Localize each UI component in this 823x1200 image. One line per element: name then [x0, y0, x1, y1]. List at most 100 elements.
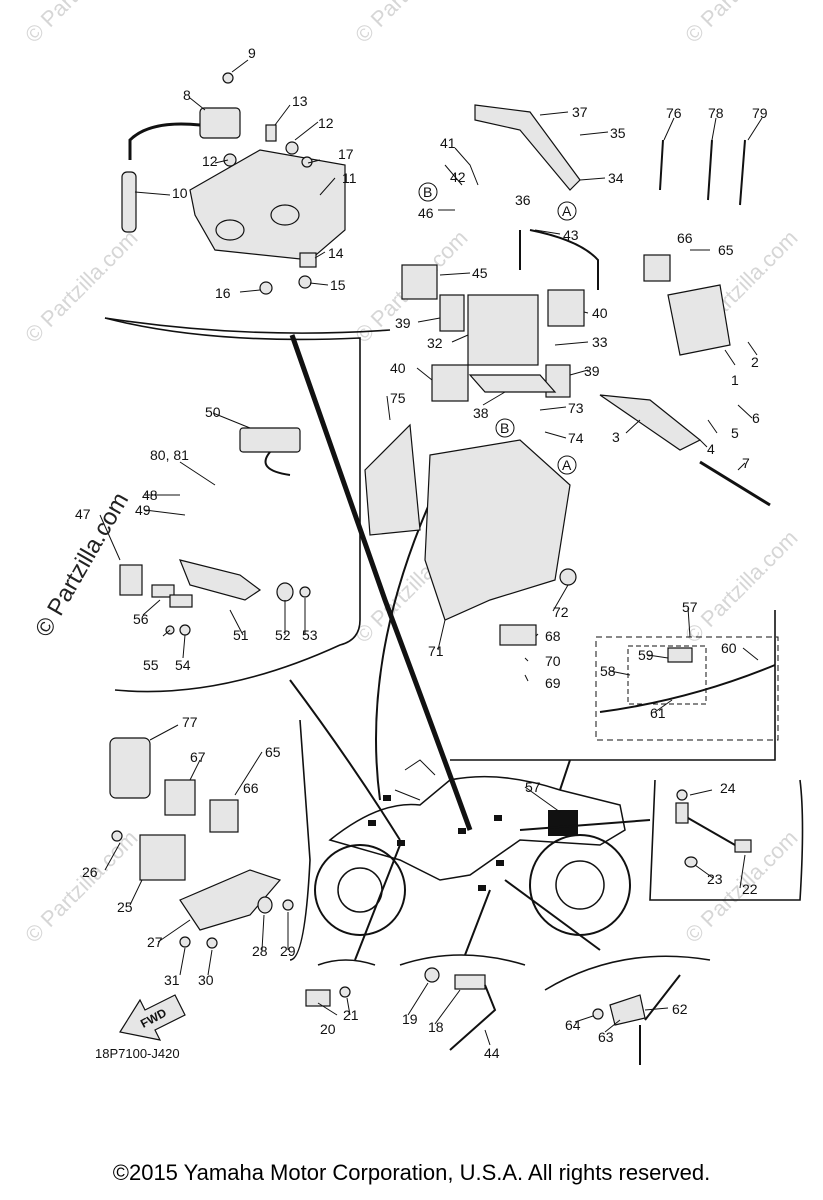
callout-20: 20 [320, 1021, 336, 1037]
washer-54 [179, 624, 191, 636]
callout-19: 19 [402, 1011, 418, 1027]
washer-19 [424, 967, 440, 983]
callout-48: 48 [142, 487, 158, 503]
callout-8: 8 [183, 87, 191, 103]
section-frame-lower-right [649, 779, 804, 901]
plug-cap [121, 171, 137, 233]
callout-54: 54 [175, 657, 191, 673]
pad-56 [151, 584, 175, 598]
tape-59 [667, 647, 693, 663]
callout-43: 43 [563, 227, 579, 243]
bolt-26 [111, 830, 123, 842]
pad-40 [431, 364, 469, 402]
switch-50 [239, 427, 301, 453]
callout-10: 10 [172, 185, 188, 201]
fuse-box-45 [401, 264, 438, 300]
callout-34: 34 [608, 170, 624, 186]
harness-57 [599, 664, 776, 713]
rear-wheel [529, 834, 631, 936]
section-frame-lower-left [289, 719, 311, 961]
sensor-62-lead [639, 974, 681, 1065]
switch-group [119, 427, 311, 636]
cover-75 [364, 423, 421, 536]
ref-mark-a-label: A [562, 457, 572, 473]
leaders-rectifier [104, 724, 289, 976]
callout-31: 31 [164, 972, 180, 988]
rectifier-group [109, 737, 294, 949]
callout-72: 72 [553, 604, 569, 620]
callout-45: 45 [472, 265, 488, 281]
callout-50: 50 [205, 404, 221, 420]
callout-39: 39 [395, 315, 411, 331]
rectifier-25 [139, 834, 186, 881]
ref-mark-b-label: B [423, 184, 432, 200]
callout-11: 11 [342, 170, 357, 186]
location-mark [494, 815, 502, 821]
callout-40: 40 [390, 360, 406, 376]
location-mark [368, 820, 376, 826]
leaders-battery [416, 111, 609, 439]
callout-5: 5 [731, 425, 739, 441]
front-wheel [314, 844, 406, 936]
leader-sensor-20 [354, 844, 401, 961]
collar-15 [298, 275, 312, 289]
pad-40 [547, 289, 585, 327]
leaders-lower [317, 584, 759, 1046]
clip-13 [265, 124, 277, 142]
callout-46: 46 [418, 205, 434, 221]
sensor-parts [305, 789, 752, 1065]
relay-66 [643, 254, 671, 282]
callout-2: 2 [751, 354, 759, 370]
callout-55: 55 [143, 657, 159, 673]
callout-79: 79 [752, 105, 768, 121]
grommet-14 [299, 252, 317, 268]
section-frame-left [104, 317, 361, 693]
callout-35: 35 [610, 125, 626, 141]
sensor-22 [675, 802, 689, 824]
callout-12: 12 [318, 115, 334, 131]
callout-62: 62 [672, 1001, 688, 1017]
callout-14: 14 [328, 245, 344, 261]
callout-21: 21 [343, 1007, 359, 1023]
callout-78: 78 [708, 105, 724, 121]
ref-mark-b-label: B [500, 420, 509, 436]
damper-52 [276, 582, 294, 602]
callout-64: 64 [565, 1017, 581, 1033]
sensor-20 [305, 989, 331, 1007]
sensor-22-plug [734, 839, 752, 853]
bolt-24 [676, 789, 688, 801]
callout-59: 59 [638, 647, 654, 663]
atv-silhouette [314, 759, 651, 961]
callout-60: 60 [721, 640, 737, 656]
callout-63: 63 [598, 1029, 614, 1045]
callout-40: 40 [592, 305, 608, 321]
oring-23 [684, 856, 698, 868]
battery-32 [467, 294, 539, 366]
leaders-top-left [134, 59, 336, 293]
callout-44: 44 [484, 1045, 500, 1061]
callout-22: 22 [742, 881, 758, 897]
bracket-hole [270, 204, 300, 226]
callout-41: 41 [440, 135, 456, 151]
callout-38: 38 [473, 405, 489, 421]
leader-line-ecu [289, 334, 473, 831]
section-frame-right [450, 610, 776, 761]
callout-36: 36 [515, 192, 531, 208]
pad-56 [169, 594, 193, 608]
ignition-coil-group [121, 72, 346, 295]
callout-67: 67 [190, 749, 206, 765]
callout-77: 77 [182, 714, 198, 730]
callout-69: 69 [545, 675, 561, 691]
location-mark [496, 860, 504, 866]
battery-box-group [364, 423, 577, 646]
callout-37: 37 [572, 104, 588, 120]
callout-75: 75 [390, 390, 406, 406]
leader-sensor-22 [519, 819, 651, 831]
callout-57: 57 [682, 599, 698, 615]
ref-mark-a-label: A [562, 203, 572, 219]
leader-sensor-62 [504, 879, 601, 951]
location-mark [383, 795, 391, 801]
bracket-63 [609, 994, 646, 1026]
